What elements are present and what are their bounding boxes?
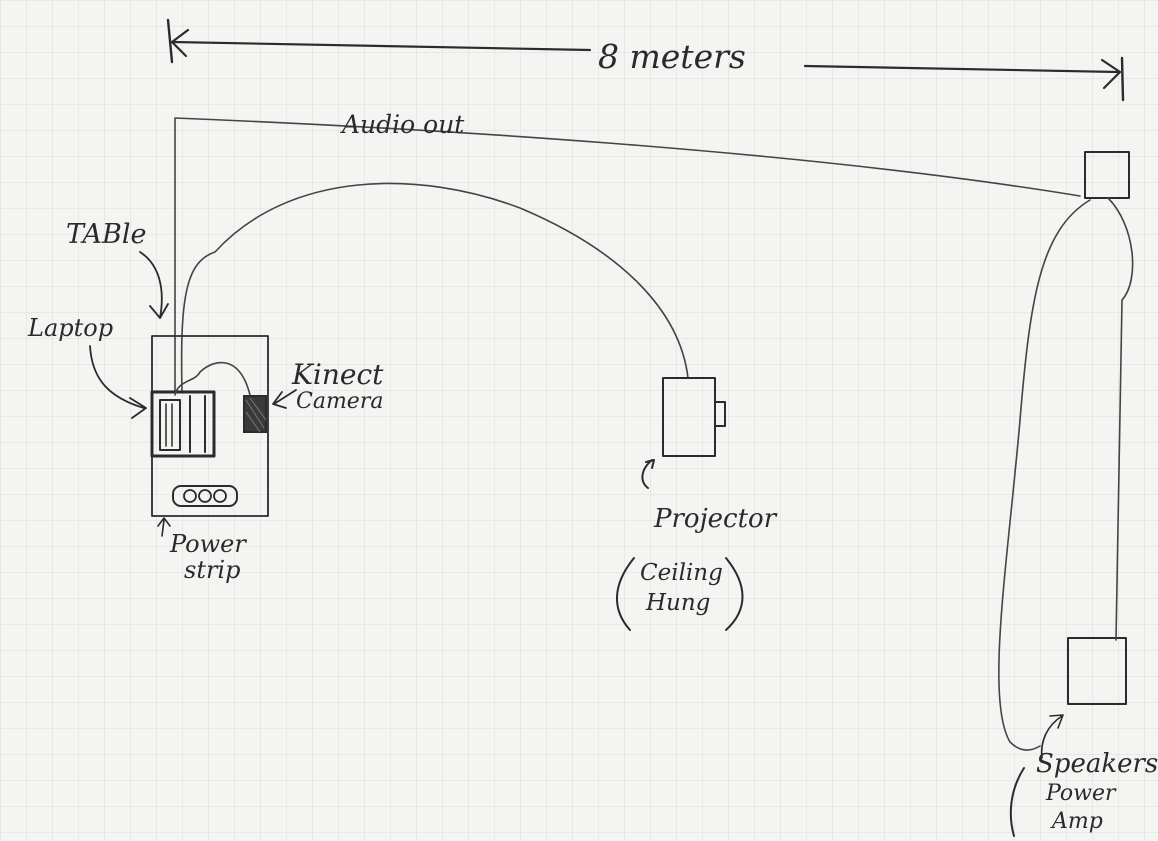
power-amp-label-line2: Amp (1050, 809, 1103, 834)
power-strip-icon (172, 485, 238, 507)
power-amp-paren (1009, 767, 1025, 837)
dimension-arrow (166, 18, 1125, 102)
kinect-camera-icon (243, 395, 267, 433)
kinect-label-line1: Kinect (291, 358, 384, 391)
speaker-cable-left (998, 199, 1091, 751)
audio-cable (174, 117, 1081, 393)
ceiling-paren-left (616, 557, 635, 631)
dimension-label: 8 meters (598, 37, 746, 76)
laptop-arrow (89, 345, 147, 419)
power-strip-label-line2: strip (184, 556, 240, 584)
audio-out-label: Audio out (340, 110, 465, 139)
kinect-label-line2: Camera (296, 389, 383, 414)
projector-icon (641, 377, 726, 489)
ceiling-hung-label-line2: Hung (645, 590, 710, 616)
laptop-label: Laptop (27, 314, 113, 342)
power-amp-label-line1: Power (1045, 781, 1117, 806)
kinect-arrow (272, 389, 297, 409)
speaker-bottom-icon (1067, 637, 1127, 705)
speakers-label: Speakers (1036, 749, 1158, 779)
speakers-arrow (1040, 714, 1064, 759)
projector-label: Projector (653, 504, 778, 534)
projector-cable (180, 182, 689, 393)
speaker-cable-right (1107, 197, 1134, 641)
laptop-icon (150, 390, 216, 458)
speaker-top-icon (1084, 151, 1130, 199)
ceiling-hung-label-line1: Ceiling (640, 560, 723, 586)
table-arrow (139, 251, 169, 319)
ceiling-paren-right (725, 557, 744, 631)
kinect-cable (174, 361, 251, 396)
power-strip-arrow (157, 517, 171, 537)
power-strip-label-line1: Power (169, 530, 247, 558)
table-label: TABle (66, 219, 147, 250)
